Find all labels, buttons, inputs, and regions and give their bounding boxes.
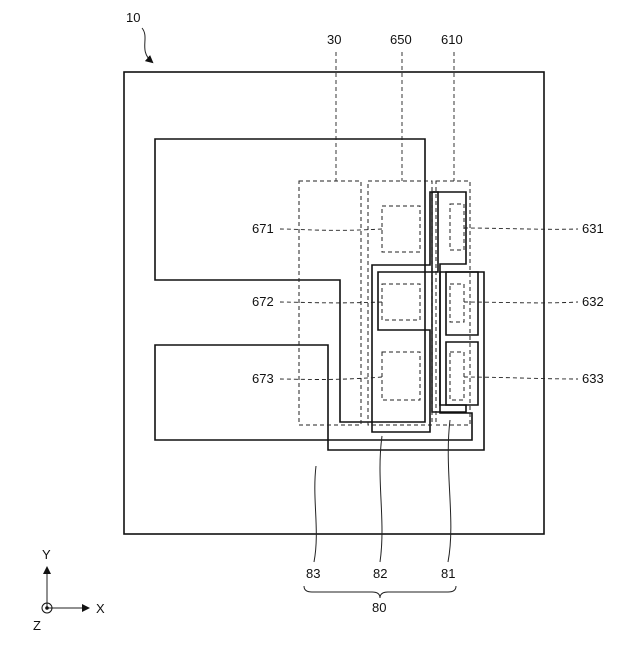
- leader-83: [314, 466, 316, 562]
- leader-672: [280, 302, 382, 303]
- label-80: 80: [372, 600, 386, 615]
- wiring-81-mid: [446, 272, 478, 335]
- label-671: 671: [252, 221, 274, 236]
- label-10: 10: [126, 10, 140, 25]
- label-672: 672: [252, 294, 274, 309]
- label-81: 81: [441, 566, 455, 581]
- pad-673: [382, 352, 420, 400]
- pad-671: [382, 206, 420, 252]
- leader-673: [280, 377, 382, 380]
- z-axis-dot-icon: [45, 606, 49, 610]
- pointer-arrow-10: [142, 28, 152, 62]
- region-610: [436, 181, 470, 425]
- pad-672: [382, 284, 420, 320]
- axis-label-y: Y: [42, 547, 51, 562]
- pad-633: [450, 352, 464, 400]
- substrate-outline: [124, 72, 544, 534]
- label-631: 631: [582, 221, 604, 236]
- pad-631: [450, 204, 464, 250]
- leader-81: [448, 420, 451, 562]
- label-673: 673: [252, 371, 274, 386]
- leader-633: [464, 377, 578, 379]
- wiring-83-lower: [155, 272, 484, 450]
- axis-label-z: Z: [33, 618, 41, 633]
- label-650: 650: [390, 32, 412, 47]
- leader-82: [380, 436, 382, 562]
- axis-label-x: X: [96, 601, 105, 616]
- label-610: 610: [441, 32, 463, 47]
- label-82: 82: [373, 566, 387, 581]
- label-632: 632: [582, 294, 604, 309]
- leader-632: [464, 302, 578, 303]
- label-83: 83: [306, 566, 320, 581]
- label-633: 633: [582, 371, 604, 386]
- leader-671: [280, 229, 382, 230]
- pad-632: [450, 284, 464, 322]
- leader-631: [464, 228, 578, 229]
- wiring-81: [432, 192, 466, 412]
- brace-80: [304, 586, 456, 598]
- label-30: 30: [327, 32, 341, 47]
- wiring-81-low: [446, 342, 478, 405]
